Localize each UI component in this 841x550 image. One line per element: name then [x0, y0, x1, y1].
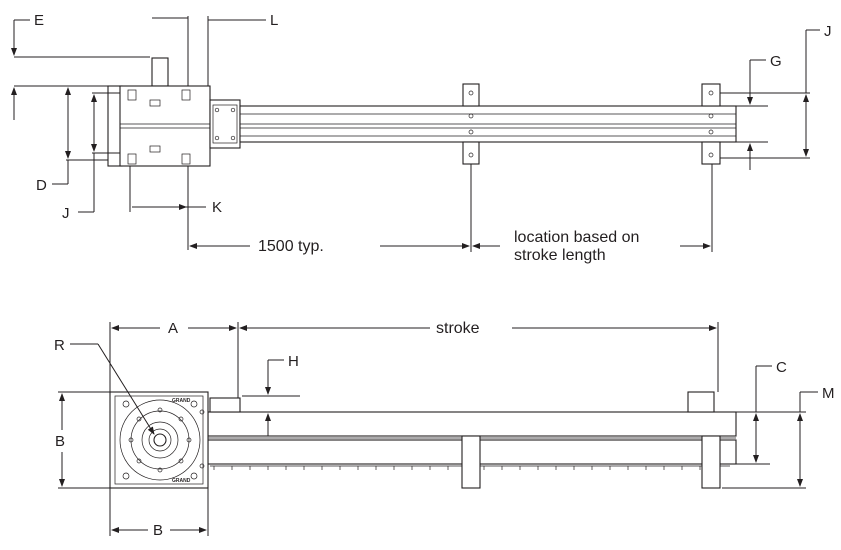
- label-L: L: [270, 12, 278, 29]
- top-shaft: [151, 57, 169, 87]
- top-view: E L D J K 1500 typ. locati: [11, 12, 832, 264]
- side-view: GRAND GRAND A stroke R H B B: [54, 320, 835, 539]
- label-G: G: [770, 53, 782, 70]
- side-mount-end: [701, 435, 721, 489]
- label-E: E: [34, 12, 44, 29]
- top-mount-end: [701, 83, 721, 165]
- label-1500-typ: 1500 typ.: [258, 238, 324, 255]
- label-B-bottom: B: [153, 522, 163, 539]
- top-motor-housing: [119, 85, 211, 167]
- label-K: K: [212, 199, 222, 216]
- label-location-line1: location based on: [514, 229, 639, 246]
- label-D: D: [36, 177, 47, 194]
- label-A: A: [168, 320, 178, 337]
- label-H: H: [288, 353, 299, 370]
- label-stroke: stroke: [436, 320, 480, 337]
- top-mount-1500: [462, 83, 480, 165]
- label-J-right: J: [824, 23, 832, 40]
- motor-label-bottom: GRAND: [172, 478, 191, 484]
- side-mount-1500: [461, 435, 481, 489]
- label-B-left: B: [55, 433, 65, 450]
- label-M: M: [822, 385, 835, 402]
- label-R: R: [54, 337, 65, 354]
- side-end-carriage: [687, 391, 715, 413]
- side-carriage-block: [209, 397, 241, 413]
- top-end-block: [209, 99, 241, 149]
- side-rail-upper: [207, 411, 737, 437]
- label-location-line2: stroke length: [514, 247, 606, 264]
- label-C: C: [776, 359, 787, 376]
- motor-label-top: GRAND: [172, 398, 191, 404]
- label-J-left: J: [62, 205, 70, 222]
